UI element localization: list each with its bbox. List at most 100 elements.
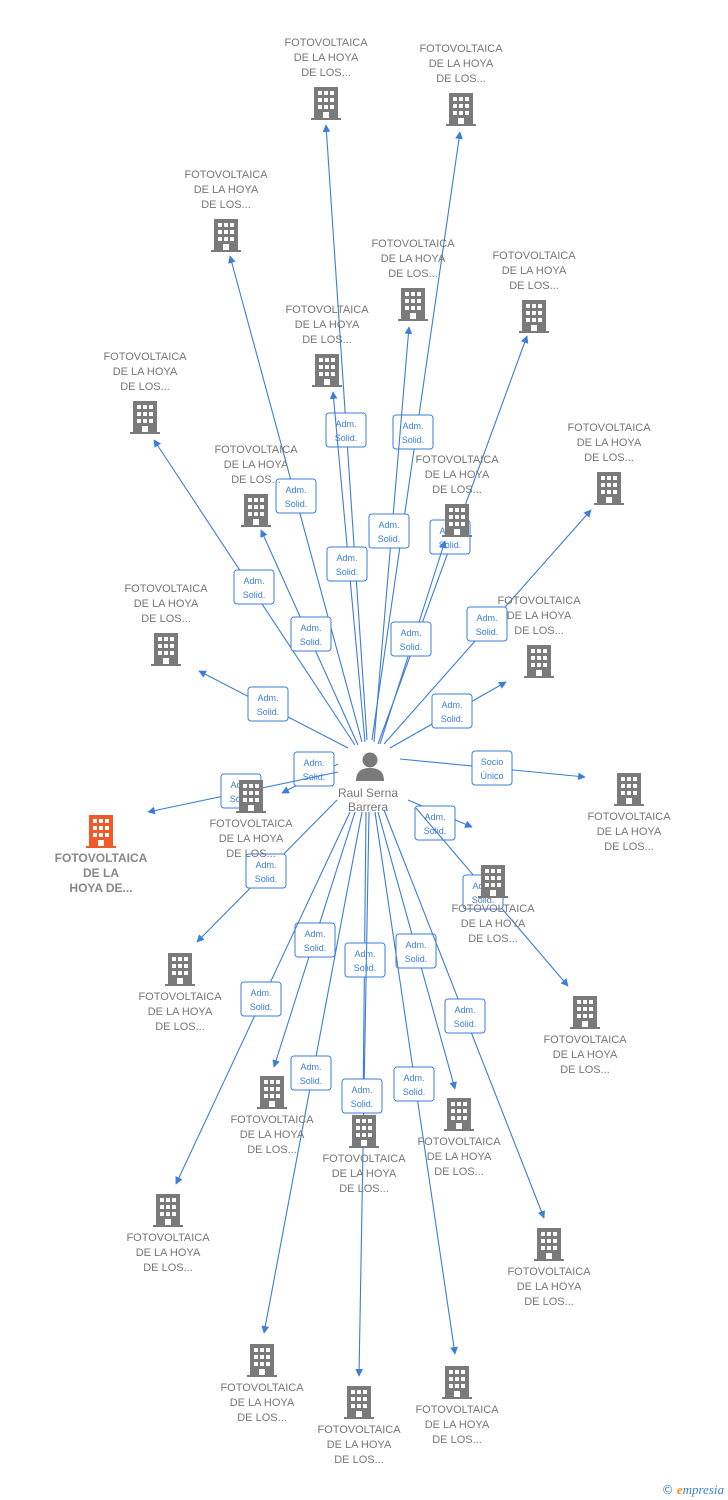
edge-label-box[interactable] <box>326 546 368 582</box>
edge-label-box[interactable] <box>471 750 513 786</box>
company-name-line: DE LA HOYA <box>224 459 289 471</box>
edge-label-box[interactable] <box>275 478 317 514</box>
edge-label-box[interactable] <box>392 414 434 450</box>
edge-label-box[interactable] <box>240 981 282 1017</box>
edge-label-text: Solid. <box>476 627 499 637</box>
company-name-line: DE LOS... <box>604 841 654 853</box>
person-name-line2: Barrera <box>348 800 388 814</box>
relationship-edge[interactable]: Adm.Solid. <box>281 751 339 794</box>
building-icon <box>257 1076 287 1109</box>
relationship-edge[interactable]: Adm. Solid. <box>261 811 363 1334</box>
edge-label-text: Solid. <box>300 1076 323 1086</box>
relationship-edge[interactable]: Adm.Solid. <box>379 540 447 745</box>
company-name-line: DE LOS... <box>226 848 276 860</box>
edge-label-box[interactable] <box>368 513 410 549</box>
edge-label-box[interactable] <box>466 606 508 642</box>
relationship-edge[interactable]: Adm.Solid. <box>260 529 359 746</box>
edge-label-box[interactable] <box>390 621 432 657</box>
edge-label-box[interactable] <box>293 751 335 787</box>
company-name-line: FOTOVOLTAICA <box>567 422 651 434</box>
company-name-line: DE LA HOYA <box>240 1129 305 1141</box>
edge-label-box[interactable] <box>245 853 287 889</box>
edge-label-box[interactable] <box>344 942 386 978</box>
edge-label-text: Solid. <box>243 590 266 600</box>
person-node[interactable]: Raul Serna Barrera <box>338 752 398 815</box>
edge-label-box[interactable] <box>393 1066 435 1102</box>
relationship-edge[interactable]: Adm.Solid. <box>374 811 458 1355</box>
relationship-edge[interactable]: Adm.Solid. <box>341 811 383 1377</box>
relationship-edge[interactable]: Adm. Solid. <box>228 255 363 743</box>
edge-label-text: Solid. <box>441 714 464 724</box>
edge-label-text: Solid. <box>255 874 278 884</box>
relationship-edge[interactable]: Adm.Solid. <box>383 809 546 1219</box>
building-icon <box>594 472 624 505</box>
edge-label-box[interactable] <box>431 693 473 729</box>
relationship-edge[interactable]: Adm. Solid. <box>153 439 356 746</box>
edge-label-box[interactable] <box>233 569 275 605</box>
relationship-edge[interactable]: Adm.Solid. <box>371 131 463 741</box>
edge-label-box[interactable] <box>294 922 336 958</box>
empresia-brand: © empresia <box>662 1482 724 1498</box>
relationship-edge[interactable]: Adm.Solid. <box>407 799 473 841</box>
edge-label-text: Solid. <box>405 954 428 964</box>
relationship-edge[interactable]: Adm.Solid. <box>368 326 413 743</box>
relationship-edge[interactable]: Adm.Solid. <box>344 811 386 1109</box>
relationship-edge[interactable]: Adm.Solid. <box>389 681 507 749</box>
edge-label-text: Adm. <box>300 1062 321 1072</box>
relationship-edge[interactable]: Adm.Solid. <box>198 670 349 749</box>
building-icon <box>398 288 428 321</box>
relationship-edge[interactable]: Adm. Solid. <box>175 811 351 1185</box>
relationship-edge[interactable]: Adm.Solid. <box>272 811 356 1068</box>
relationship-edge[interactable]: Adm.Solid. <box>322 124 368 741</box>
edge-label-text: Adm. <box>304 929 325 939</box>
building-icon <box>151 633 181 666</box>
relationship-edge[interactable]: Adm.Solid. <box>326 391 368 743</box>
company-name-line: FOTOVOLTAICA <box>126 1232 210 1244</box>
edge-label-box[interactable] <box>414 805 456 841</box>
edge-label-box[interactable] <box>247 686 289 722</box>
relationship-edge[interactable]: Adm.Solid. <box>383 509 592 745</box>
company-name-line: DE LOS... <box>560 1064 610 1076</box>
company-name-line: FOTOVOLTAICA <box>497 595 581 607</box>
edge-label-text: Adm. <box>285 485 306 495</box>
building-icon <box>444 1098 474 1131</box>
company-name-line: DE LOS... <box>388 268 438 280</box>
company-name-line: FOTOVOLTAICA <box>322 1153 406 1165</box>
edge-label-box[interactable] <box>290 616 332 652</box>
company-name-line: DE LA HOYA <box>230 1397 295 1409</box>
building-icon <box>236 780 266 813</box>
edge-label-box[interactable] <box>444 998 486 1034</box>
company-name-line: DE LOS... <box>143 1262 193 1274</box>
edge-label-box[interactable] <box>290 1055 332 1091</box>
relationship-edge[interactable]: Adm.Solid. <box>377 811 457 1090</box>
edge-label-box[interactable] <box>341 1078 383 1114</box>
relationship-edge[interactable]: Adm. Solid. <box>196 799 338 943</box>
